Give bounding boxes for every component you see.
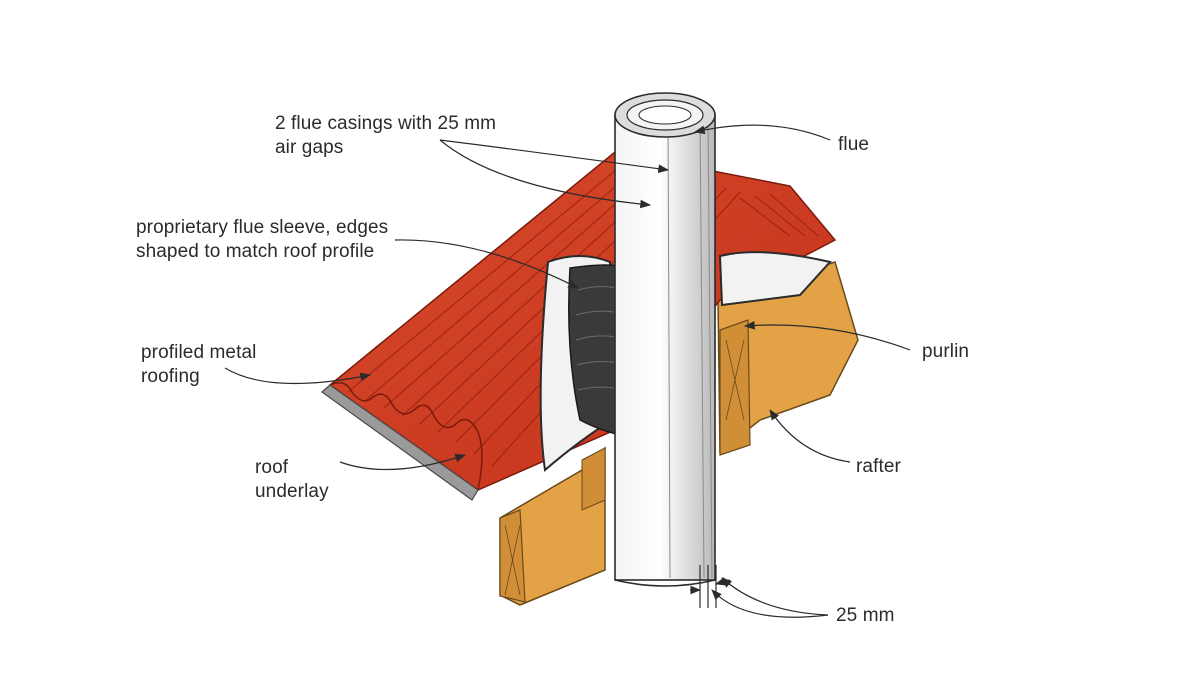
leader-underlay [339,453,467,471]
flue-pipe [614,92,716,587]
leader-lines [224,124,911,618]
label-gap-25mm: 25 mm [836,604,895,628]
leader-flue [693,124,831,141]
rafter-right [717,261,859,456]
roof-underlay [321,384,479,501]
leader-roofing [224,367,372,385]
label-purlin-text: purlin [922,341,970,362]
label-profiled-metal-roofing: profiled metal roofing [141,341,256,389]
label-flue-sleeve-line-2: shaped to match roof profile [136,241,375,262]
label-flue: flue [838,133,869,157]
label-gap-text: 25 mm [836,605,895,626]
label-underlay-line-1: roof [255,457,289,478]
label-underlay-line-2: underlay [255,481,329,502]
label-flue-sleeve: proprietary flue sleeve, edges shaped to… [136,216,388,264]
leader-sleeve [394,239,579,289]
rafter-left [499,446,606,606]
label-purlin: purlin [922,340,969,364]
leader-casings-2 [439,139,652,209]
label-flue-casings: 2 flue casings with 25 mm air gaps [275,112,496,160]
label-flue-text: flue [838,134,870,155]
label-flue-sleeve-line-1: proprietary flue sleeve, edges [136,217,389,238]
leader-gap-2 [711,589,829,618]
leader-casings-1 [439,139,670,173]
label-roofing-line-2: roofing [141,366,200,387]
label-roof-underlay: roof underlay [255,456,329,504]
leader-rafter [769,409,851,463]
label-rafter-text: rafter [856,456,901,477]
label-rafter: rafter [856,455,901,479]
label-flue-casings-line-1: 2 flue casings with 25 mm [275,113,497,134]
label-flue-casings-line-2: air gaps [275,137,344,158]
leader-gap-1 [721,577,829,616]
label-roofing-line-1: profiled metal [141,342,257,363]
leader-purlin [743,321,911,351]
